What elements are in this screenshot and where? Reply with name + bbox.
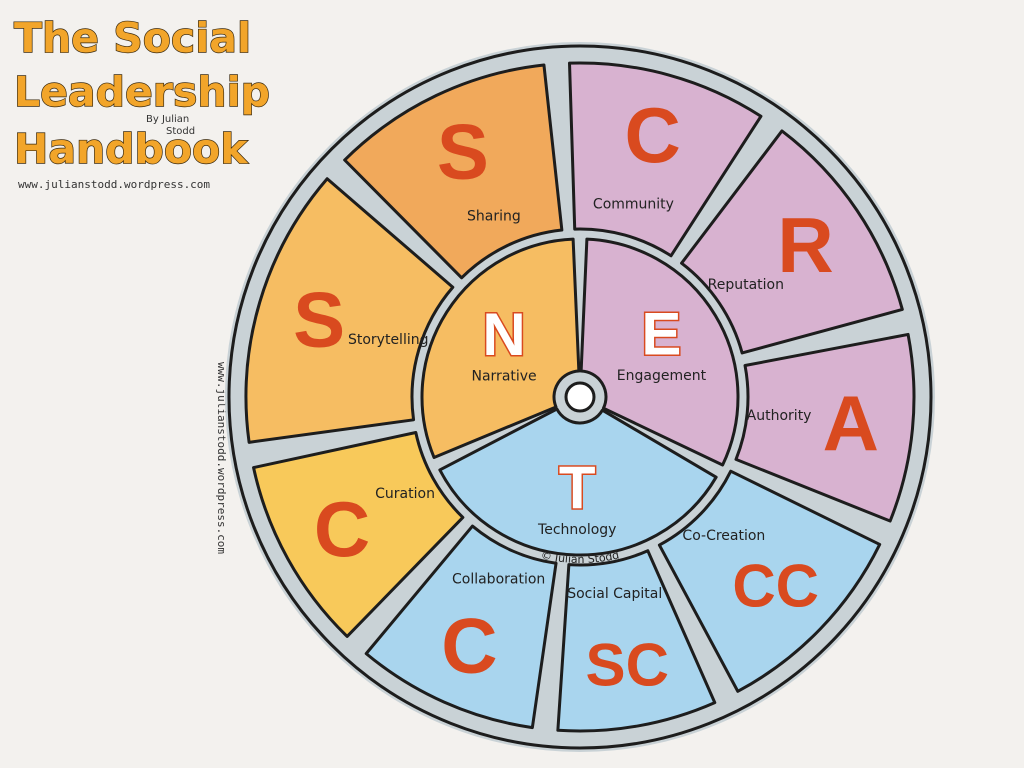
outer-segment-storytelling-shape (244, 177, 455, 444)
outer-segment-storytelling-letter: S (293, 276, 345, 364)
copyright-textpath: © Julian Stodd (540, 548, 621, 566)
outer-segment-curation-label: Curation (375, 486, 435, 502)
title-block: The Social Leadership Handbook By Julian… (13, 13, 270, 191)
inner-segment-narrative-letter: N (482, 301, 525, 368)
outer-segment-community-label: Community (593, 196, 674, 212)
inner-segment-technology-shape (438, 407, 718, 557)
outer-segment-co-creation-letter: CC (732, 552, 819, 619)
outer-segment-community-letter: C (625, 91, 681, 179)
byline-line-1: By Julian (146, 114, 189, 125)
title-line-2: Leadership (14, 68, 270, 116)
outer-segment-community-shape (568, 61, 763, 258)
outer-segment-sharing-letter: S (437, 107, 489, 195)
outer-segment-storytelling-label: Storytelling (348, 332, 429, 348)
center-hub (564, 381, 596, 413)
side-url: www.julianstodd.wordpress.com (215, 362, 228, 554)
outer-segment-authority: A Authority (734, 332, 916, 523)
outer-segment-curation: C Curation (252, 431, 465, 638)
title-line-3: Handbook (14, 125, 249, 173)
outer-segment-collaboration: C Collaboration (364, 524, 558, 730)
copyright-text: © Julian Stodd (540, 548, 621, 566)
inner-segment-engagement-letter: E (641, 301, 681, 368)
inner-segment-narrative-shape (420, 237, 581, 459)
title-line-1: The Social (14, 14, 251, 62)
outer-segment-co-creation: CC Co-Creation (657, 469, 882, 693)
outer-segment-curation-shape (252, 431, 465, 638)
outer-segment-reputation-letter: R (777, 201, 833, 289)
outer-segment-co-creation-label: Co-Creation (682, 528, 765, 544)
outer-segment-reputation-shape (680, 129, 904, 355)
inner-segment-narrative-label: Narrative (472, 369, 537, 385)
inner-segment-technology-label: Technology (537, 522, 616, 538)
outer-segment-authority-letter: A (823, 379, 879, 467)
inner-segment-technology-letter: T (559, 454, 596, 521)
outer-segment-sharing-shape (343, 63, 564, 280)
outer-segment-authority-label: Authority (747, 408, 812, 424)
outer-segment-reputation-label: Reputation (708, 277, 784, 293)
outer-segment-collaboration-label: Collaboration (452, 572, 545, 588)
outer-segment-authority-shape (734, 332, 916, 523)
outer-segment-social-capital-letter: SC (586, 631, 669, 698)
outer-segment-co-creation-shape (657, 469, 882, 693)
byline-line-2: Stodd (166, 126, 195, 137)
outer-segment-sharing-label: Sharing (467, 208, 521, 224)
outer-segment-social-capital: SC Social Capital (556, 549, 717, 733)
inner-segment-engagement-shape (579, 237, 740, 467)
outer-segment-collaboration-letter: C (441, 601, 497, 689)
outer-segment-sharing: S Sharing (343, 63, 564, 280)
outer-segment-social-capital-label: Social Capital (567, 586, 662, 602)
outer-segment-curation-letter: C (314, 485, 370, 573)
outer-segment-social-capital-shape (556, 549, 717, 733)
header-url: www.julianstodd.wordpress.com (18, 178, 210, 191)
wheel-rim (227, 44, 933, 750)
outer-segment-community: C Community (568, 61, 763, 258)
outer-segment-collaboration-shape (364, 524, 558, 730)
inner-segment-engagement-label: Engagement (617, 368, 707, 384)
